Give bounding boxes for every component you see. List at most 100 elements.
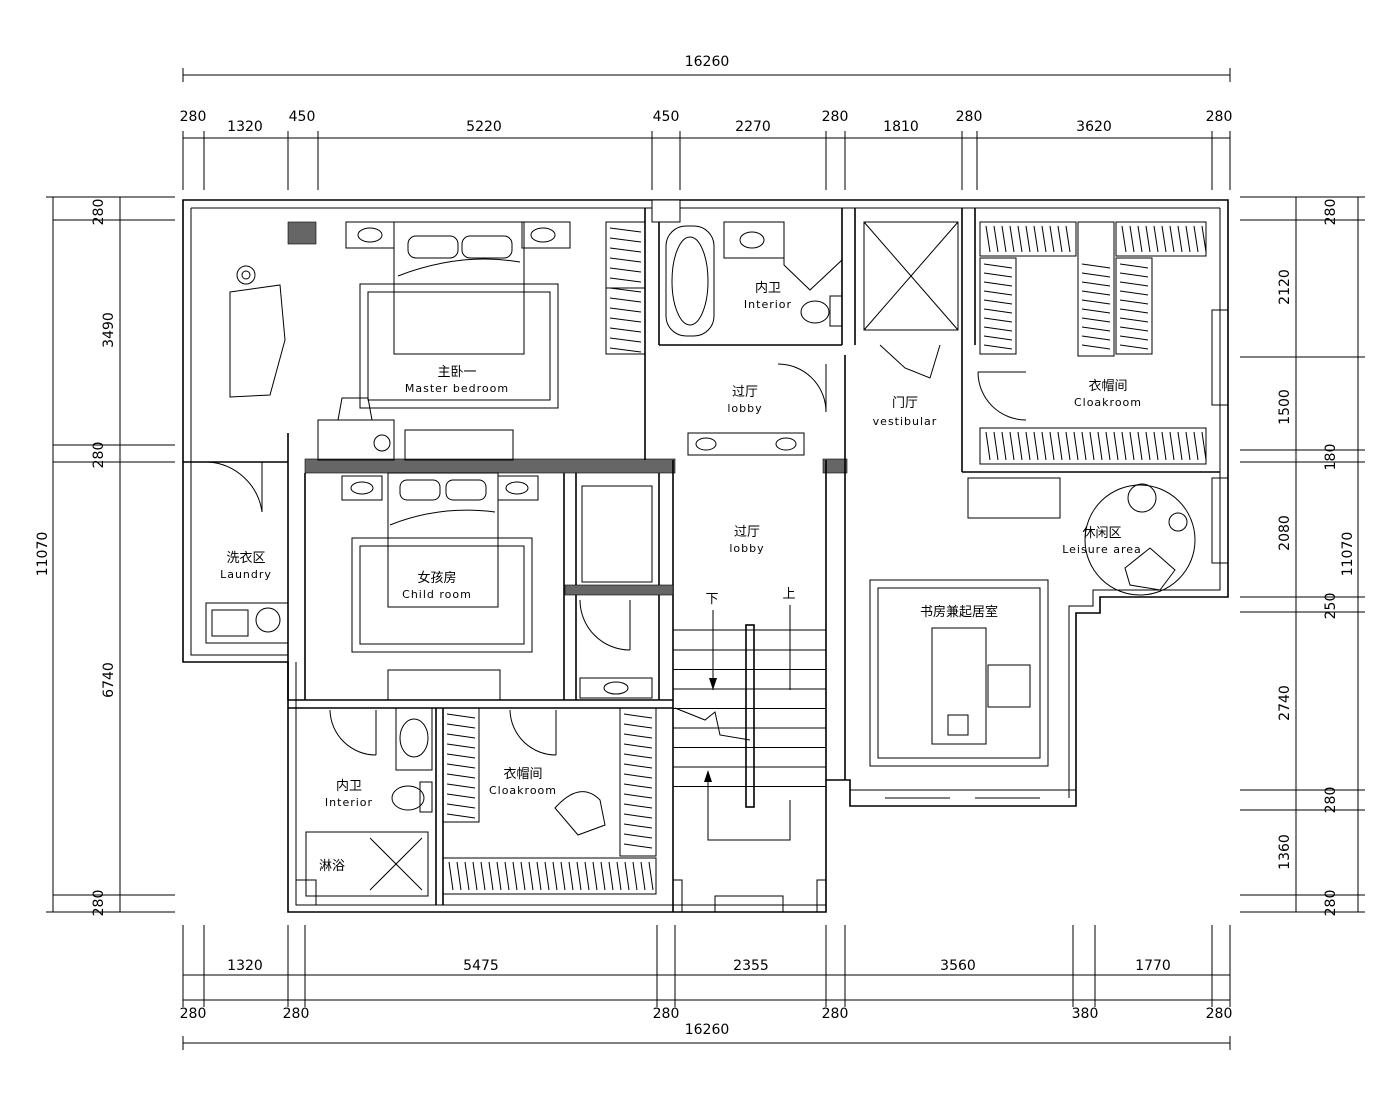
drawing-line xyxy=(446,783,476,789)
dim-top: 1320 xyxy=(227,119,263,135)
drawing-line xyxy=(1017,225,1023,253)
drawing-line xyxy=(1081,308,1111,314)
dim-top: 2270 xyxy=(735,119,771,135)
drawing-line xyxy=(623,823,653,829)
drawing-line xyxy=(520,861,526,891)
drawing-line xyxy=(446,723,476,729)
drawing-line xyxy=(528,861,534,891)
drawing-line xyxy=(1025,431,1031,461)
drawing-line xyxy=(623,743,653,749)
drawing-line xyxy=(609,347,642,353)
drawing-line xyxy=(1057,225,1063,253)
drawing-line xyxy=(1119,344,1149,350)
drawing-line xyxy=(1129,225,1135,253)
drawing-line xyxy=(1113,431,1119,461)
drawing-line xyxy=(446,813,476,819)
dim-bottom: 1770 xyxy=(1135,958,1171,974)
drawing-line xyxy=(1119,317,1149,323)
drawing-line xyxy=(983,263,1013,269)
room-label-interior1: 内卫 xyxy=(755,280,781,296)
room-label-master: 主卧一 xyxy=(437,365,476,380)
drawing-line xyxy=(1169,431,1175,461)
drawing-line xyxy=(1153,431,1159,461)
dim-bottom: 5475 xyxy=(463,958,499,974)
room-label-leisure: 休闲区 xyxy=(1082,526,1121,541)
dim-bottom: 3560 xyxy=(940,958,976,974)
drawing-line xyxy=(648,861,654,891)
furniture xyxy=(205,221,1207,897)
drawing-line xyxy=(1105,431,1111,461)
drawing-line xyxy=(1081,281,1111,287)
drawing-line xyxy=(1001,431,1007,461)
dim-overall-top: 16260 xyxy=(685,54,730,70)
drawing-line xyxy=(1201,431,1207,461)
room-label-leisure-en: Leisure area xyxy=(1062,543,1142,556)
drawing-line xyxy=(983,290,1013,296)
drawing-line xyxy=(640,861,646,891)
drawing-line xyxy=(600,861,606,891)
room-label-cloak1-en: Cloakroom xyxy=(1074,396,1142,409)
drawing-line xyxy=(623,713,653,719)
dim-right: 2080 xyxy=(1277,515,1293,551)
drawing-line xyxy=(1089,431,1095,461)
drawing-line xyxy=(1121,225,1127,253)
room-labels: 主卧一 Master bedroom 内卫 Interior 过厅 lobby … xyxy=(220,280,1142,874)
drawing-line xyxy=(464,861,470,891)
doors xyxy=(207,344,1027,756)
stair-down-label: 下 xyxy=(705,592,718,607)
dim-left-overall: 11070 xyxy=(35,532,51,577)
dim-top: 3620 xyxy=(1076,119,1112,135)
drawing-line xyxy=(446,803,476,809)
dim-left: 280 xyxy=(91,442,107,469)
drawing-line xyxy=(983,272,1013,278)
drawing-line xyxy=(609,337,642,343)
drawing-line xyxy=(446,733,476,739)
drawing-line xyxy=(1081,431,1087,461)
drawing-line xyxy=(616,861,622,891)
drawing-line xyxy=(1009,431,1015,461)
drawing-line xyxy=(983,344,1013,350)
drawing-line xyxy=(623,783,653,789)
drawing-line xyxy=(1177,431,1183,461)
dim-bottom: 280 xyxy=(180,1006,207,1022)
drawing-line xyxy=(983,326,1013,332)
dim-right: 280 xyxy=(1323,890,1339,917)
drawing-line xyxy=(446,773,476,779)
drawing-line xyxy=(592,861,598,891)
drawing-line xyxy=(1049,431,1055,461)
drawing-line xyxy=(1081,326,1111,332)
room-label-interior2-en: Interior xyxy=(325,796,373,809)
drawing-line xyxy=(1049,225,1055,253)
drawing-line xyxy=(488,861,494,891)
drawing-line xyxy=(609,247,642,253)
drawing-line xyxy=(472,861,478,891)
room-label-cloak2: 衣帽间 xyxy=(503,766,542,782)
drawing-line xyxy=(623,723,653,729)
drawing-line xyxy=(983,308,1013,314)
drawing-line xyxy=(446,743,476,749)
drawing-line xyxy=(1025,225,1031,253)
dim-right: 2120 xyxy=(1277,269,1293,305)
drawing-line xyxy=(1119,263,1149,269)
drawing-line xyxy=(1119,326,1149,332)
dim-bottom: 280 xyxy=(653,1006,680,1022)
drawing-line xyxy=(1177,225,1183,253)
drawing-line xyxy=(1081,263,1111,269)
drawing-line xyxy=(1033,431,1039,461)
walls xyxy=(182,199,1229,913)
dim-left: 280 xyxy=(91,890,107,917)
drawing-line xyxy=(1193,225,1199,253)
drawing-line xyxy=(623,803,653,809)
drawing-line xyxy=(1161,225,1167,253)
drawing-line xyxy=(552,861,558,891)
room-label-child: 女孩房 xyxy=(417,570,456,586)
drawing-line xyxy=(1121,431,1127,461)
stair-up-label: 上 xyxy=(782,587,795,602)
drawing-line xyxy=(512,861,518,891)
room-label-laundry: 洗衣区 xyxy=(226,550,265,566)
drawing-line xyxy=(632,861,638,891)
dim-top: 280 xyxy=(180,109,207,125)
drawing-line xyxy=(446,763,476,769)
drawing-line xyxy=(446,793,476,799)
drawing-line xyxy=(623,813,653,819)
